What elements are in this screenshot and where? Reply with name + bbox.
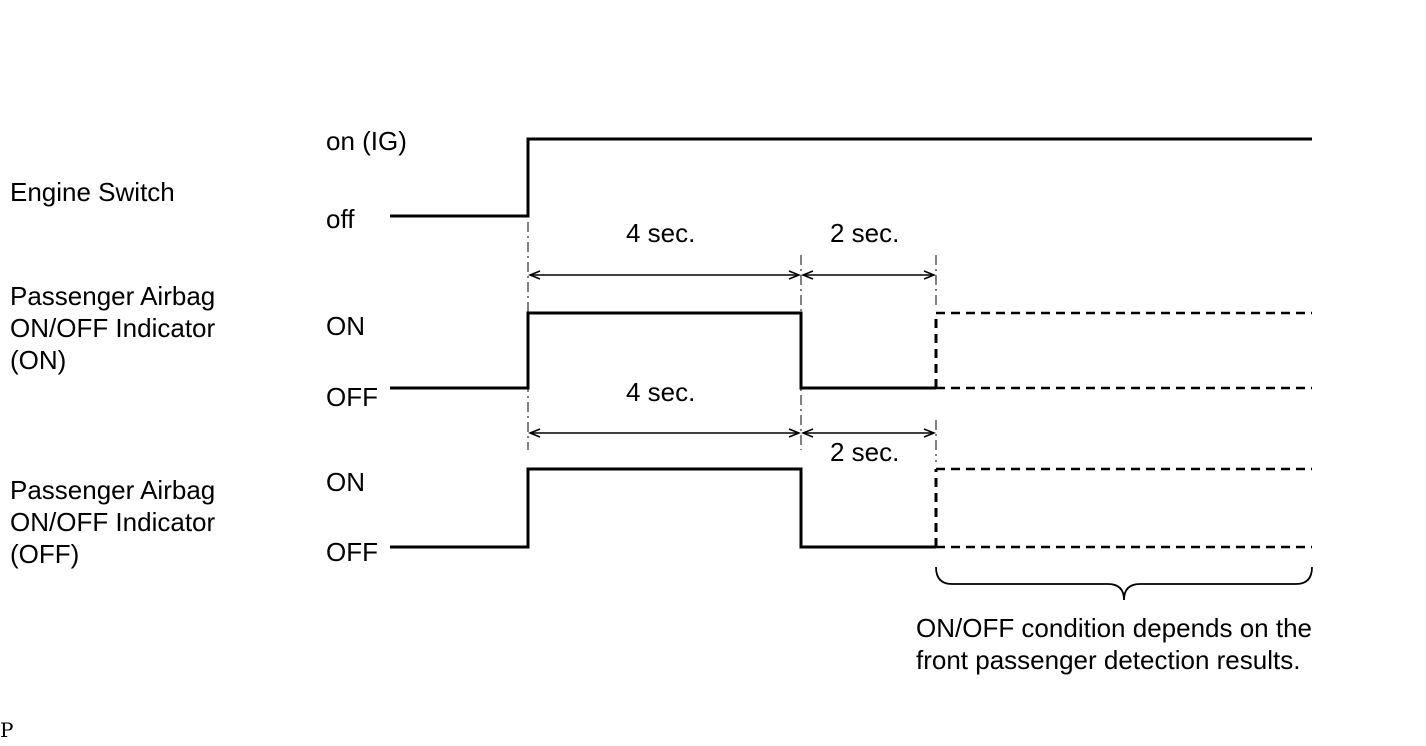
note-line: ON/OFF condition depends on the bbox=[916, 613, 1313, 643]
indicator-off-low-label: OFF bbox=[326, 537, 378, 567]
engine-high-label: on (IG) bbox=[326, 126, 407, 156]
indicator-on-label-line: ON/OFF Indicator bbox=[10, 313, 216, 343]
duration-label-on-row-first: 4 sec. bbox=[626, 218, 696, 248]
duration-label-off-row-first: 4 sec. bbox=[626, 377, 696, 407]
indicator-off-label: Passenger Airbag ON/OFF Indicator (OFF) bbox=[10, 474, 215, 570]
indicator-off-label-line: ON/OFF Indicator bbox=[10, 507, 216, 537]
indicator-on-label: Passenger Airbag ON/OFF Indicator (ON) bbox=[10, 280, 215, 376]
indicator-on-low-label: OFF bbox=[326, 382, 378, 412]
indicator-on-waveform bbox=[390, 311, 936, 390]
engine-switch-waveform bbox=[390, 137, 1312, 218]
indicator-on-label-line: (ON) bbox=[10, 345, 67, 375]
engine-switch-label-line: Engine Switch bbox=[10, 177, 175, 207]
indicator-off-label-line: (OFF) bbox=[10, 539, 80, 569]
note-line: front passenger detection results. bbox=[916, 645, 1301, 675]
indicator-off-label-line: Passenger Airbag bbox=[10, 475, 216, 505]
indicator-on-label-line: Passenger Airbag bbox=[10, 281, 216, 311]
duration-label-on-row-second: 2 sec. bbox=[830, 218, 900, 248]
indicator-off-high-label: ON bbox=[326, 467, 365, 497]
duration-label-off-row-second: 2 sec. bbox=[830, 437, 900, 467]
indicator-on-high-label: ON bbox=[326, 311, 365, 341]
engine-switch-label: Engine Switch bbox=[10, 176, 175, 208]
corner-mark: P bbox=[0, 718, 14, 742]
engine-low-label: off bbox=[326, 204, 355, 234]
indicator-off-waveform bbox=[390, 467, 936, 549]
curly-brace bbox=[935, 566, 1313, 601]
